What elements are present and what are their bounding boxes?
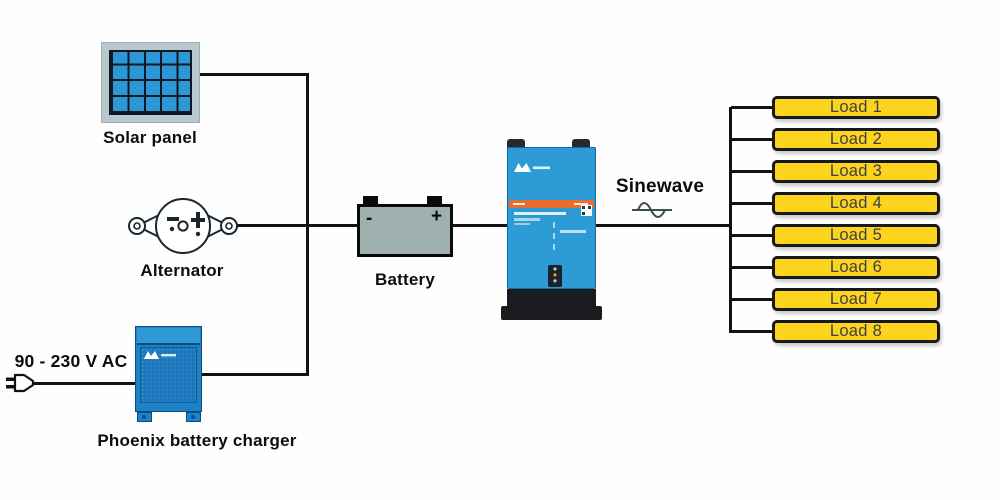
alternator-label: Alternator	[140, 261, 224, 280]
alternator-icon	[128, 198, 238, 254]
load-label-2: Load 2	[829, 130, 883, 148]
wire-stub-load-4	[731, 202, 774, 205]
battery-terminal-positive	[427, 196, 442, 205]
load-label-7: Load 7	[829, 290, 883, 308]
wire-stub-load-1	[731, 106, 774, 109]
charger-foot-right	[186, 412, 201, 422]
load-box-6: Load 6	[772, 256, 940, 279]
wire-stub-load-7	[731, 298, 774, 301]
load-box-5: Load 5	[772, 224, 940, 247]
wire-charger-to-trunk	[201, 373, 309, 376]
load-box-7: Load 7	[772, 288, 940, 311]
victron-logo-icon	[514, 163, 550, 172]
qr-code-icon	[581, 205, 592, 216]
wire-stub-load-6	[731, 266, 774, 269]
wire-stub-load-8	[731, 330, 774, 333]
charger-foot-left	[137, 412, 152, 422]
inverter-orange-stripe	[509, 200, 594, 208]
inverter-terminal-marks	[553, 222, 555, 250]
inverter-front	[507, 147, 596, 289]
inverter-display	[548, 265, 562, 287]
wire-stub-load-3	[731, 170, 774, 173]
battery-label: Battery	[375, 270, 435, 289]
load-label-8: Load 8	[829, 322, 883, 340]
load-label-4: Load 4	[829, 194, 883, 212]
wire-main-dc-bus	[225, 224, 731, 227]
charger-label: Phoenix battery charger	[97, 431, 297, 450]
wire-plug-to-charger	[34, 382, 140, 385]
inverter-model-text	[514, 212, 566, 215]
inverter-spec-text-2	[514, 223, 530, 225]
battery-plus-sign: +	[431, 206, 443, 227]
wire-load-bus-vertical	[729, 107, 732, 333]
victron-logo-icon	[144, 351, 176, 359]
inverter-icon	[501, 139, 602, 325]
inverter-mounting-flange	[501, 306, 602, 320]
load-box-4: Load 4	[772, 192, 940, 215]
load-box-2: Load 2	[772, 128, 940, 151]
solar-panel-cells	[109, 50, 192, 115]
sine-wave-icon	[632, 202, 672, 218]
plug-icon	[6, 373, 35, 393]
sinewave-label: Sinewave	[615, 176, 705, 197]
wire-stub-load-2	[731, 138, 774, 141]
inverter-rating-text	[560, 230, 586, 233]
load-label-3: Load 3	[829, 162, 883, 180]
solar-panel-icon	[101, 42, 200, 123]
battery-minus-sign: -	[366, 208, 373, 229]
charger-icon	[135, 326, 202, 412]
load-label-6: Load 6	[829, 258, 883, 276]
charger-lid	[137, 328, 200, 345]
battery-terminal-negative	[363, 196, 378, 205]
charger-front-panel	[140, 347, 197, 403]
ac-input-label: 90 - 230 V AC	[14, 351, 128, 371]
load-box-3: Load 3	[772, 160, 940, 183]
wire-solar-to-trunk	[198, 73, 309, 76]
load-label-1: Load 1	[829, 98, 883, 116]
load-label-5: Load 5	[829, 226, 883, 244]
solar-panel-label: Solar panel	[103, 128, 197, 147]
inverter-spec-text	[514, 218, 540, 221]
battery-icon	[357, 204, 453, 257]
inverter-base	[507, 289, 596, 311]
wire-stub-load-5	[731, 234, 774, 237]
load-box-8: Load 8	[772, 320, 940, 343]
load-box-1: Load 1	[772, 96, 940, 119]
